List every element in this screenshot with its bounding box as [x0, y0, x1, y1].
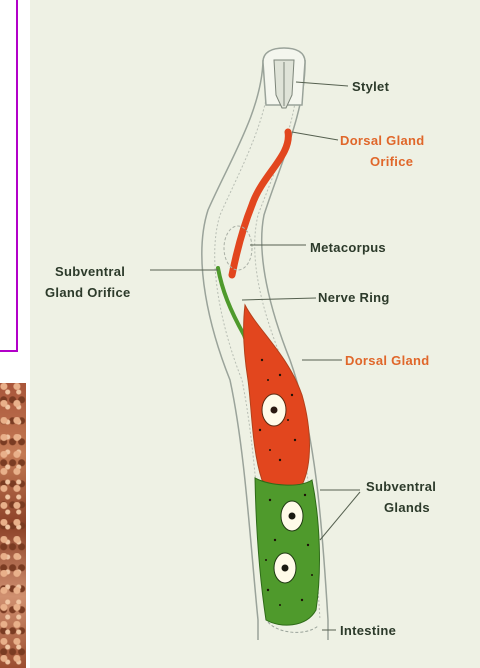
subventral-glands-shape — [255, 478, 319, 625]
label-subventral-gland-orifice-line2: Gland Orifice — [45, 285, 131, 301]
label-intestine: Intestine — [340, 623, 396, 639]
subventral-nucleolus-1 — [289, 513, 296, 520]
label-nerve-ring: Nerve Ring — [318, 290, 390, 306]
label-subventral-glands-line1: Subventral — [366, 479, 436, 495]
subventral-nucleolus-2 — [282, 565, 289, 572]
label-dorsal-gland: Dorsal Gland — [345, 353, 430, 369]
dorsal-gland-nucleolus — [271, 407, 278, 414]
dorsal-gland-duct — [232, 132, 288, 275]
label-subventral-glands-line2: Glands — [384, 500, 430, 516]
label-dorsal-gland-orifice-line2: Orifice — [370, 154, 413, 170]
photo-thumbnail-strip — [0, 383, 26, 668]
nematode-anatomy-svg — [30, 0, 480, 668]
label-stylet: Stylet — [352, 79, 389, 95]
label-dorsal-gland-orifice-line1: Dorsal Gland — [340, 133, 425, 149]
label-metacorpus: Metacorpus — [310, 240, 386, 256]
label-subventral-gland-orifice-line1: Subventral — [55, 264, 125, 280]
frame-border — [0, 0, 18, 352]
nematode-diagram: Stylet Dorsal Gland Orifice Metacorpus S… — [30, 0, 480, 668]
